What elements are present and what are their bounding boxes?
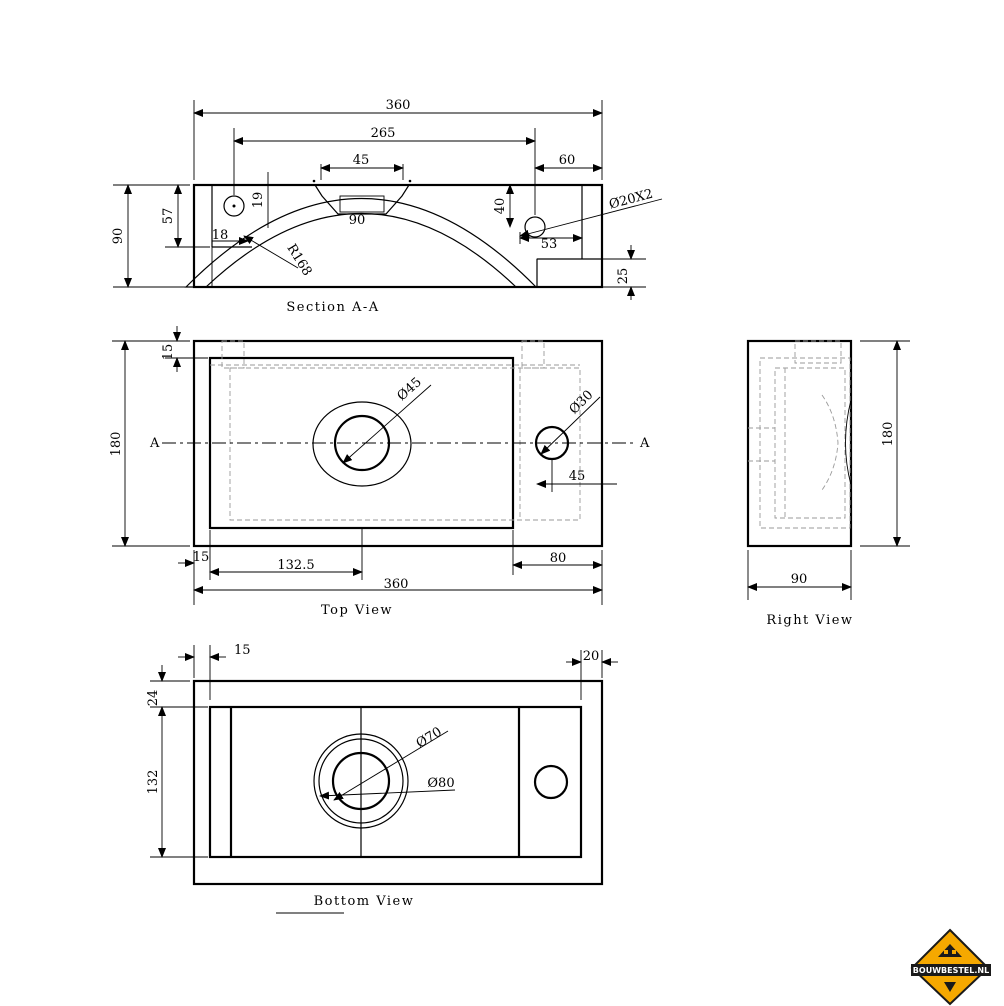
top-view: A A Ø45 Ø30 45 15 180 15 132.5 xyxy=(109,326,650,618)
left-wall-hatch xyxy=(193,184,213,288)
dim-section-radius: R168 xyxy=(283,241,314,278)
dim-section-edge-offset: 60 xyxy=(559,153,576,168)
dim-top-drain-diam: Ø45 xyxy=(395,375,425,404)
section-view: 360 265 45 60 90 57 19 18 R168 90 xyxy=(111,98,663,315)
right-wall-hatch xyxy=(581,184,603,260)
top-outline xyxy=(192,339,604,548)
section-title: Section A-A xyxy=(286,300,379,315)
right-title: Right View xyxy=(766,613,853,628)
dim-top-tap-diam: Ø30 xyxy=(567,388,597,418)
drain-ring-inner xyxy=(331,751,391,811)
dim-right-height: 180 xyxy=(881,422,896,447)
logo-text: BOUWBESTEL.NL xyxy=(913,966,989,975)
dim-section-floor: 25 xyxy=(616,268,631,285)
floor-hatch xyxy=(536,258,603,288)
dim-top-depth: 180 xyxy=(109,432,124,457)
dim-bottom-inner-depth: 132 xyxy=(146,770,161,795)
dim-bottom-left-wall: 15 xyxy=(234,643,251,658)
dim-section-tap-to-drain: 265 xyxy=(371,126,396,141)
dim-bottom-inner-diam: Ø70 xyxy=(414,725,445,752)
dim-section-height: 90 xyxy=(111,228,126,245)
right-view: 180 90 Right View xyxy=(746,339,910,628)
bottom-view: Ø70 Ø80 15 20 24 132 Bottom View xyxy=(146,643,618,914)
dim-right-depth: 90 xyxy=(791,572,808,587)
dim-top-tap-offset: 45 xyxy=(569,469,586,484)
dim-section-wall-left: 18 xyxy=(212,228,229,243)
drain-ring-mid xyxy=(318,738,404,824)
drain-ring-outer xyxy=(313,733,409,829)
overflow-hole-left xyxy=(223,195,245,217)
dim-section-bowl-depth: 57 xyxy=(161,208,176,225)
top-title: Top View xyxy=(321,603,393,618)
bottom-recess xyxy=(208,705,583,859)
dim-section-bowl-angle: 90 xyxy=(349,213,366,228)
drain-outer xyxy=(312,401,412,487)
dim-bottom-front-wall: 24 xyxy=(146,690,161,707)
section-marker-right: A xyxy=(639,436,650,451)
bottom-tap-hole xyxy=(533,764,569,800)
dim-bottom-right-wall: 20 xyxy=(583,649,600,664)
dim-top-left-wall: 15 xyxy=(193,550,210,565)
dim-section-overall-width: 360 xyxy=(386,98,411,113)
dim-section-upper-wall: 19 xyxy=(251,192,266,209)
dim-section-overflow-height: 40 xyxy=(493,198,508,215)
section-outline xyxy=(192,183,604,289)
dim-section-tap-hole: 45 xyxy=(353,153,370,168)
bottom-title: Bottom View xyxy=(314,894,415,909)
dim-top-width: 360 xyxy=(384,577,409,592)
dim-top-right-deck: 80 xyxy=(550,551,567,566)
dim-top-wall: 15 xyxy=(161,344,176,361)
dim-bottom-outer-diam: Ø80 xyxy=(427,776,454,791)
dim-top-drain-offset: 132.5 xyxy=(277,558,314,573)
brand-logo: BOUWBESTEL.NL xyxy=(910,928,991,1006)
bottom-outline xyxy=(192,679,604,886)
dim-section-overflow-offset: 53 xyxy=(541,237,558,252)
section-marker-left: A xyxy=(149,436,160,451)
right-outline xyxy=(746,339,853,548)
logo-banner xyxy=(911,964,991,976)
tap-hole-section xyxy=(314,184,410,215)
dim-section-overflow-diam: Ø20X2 xyxy=(608,187,655,213)
